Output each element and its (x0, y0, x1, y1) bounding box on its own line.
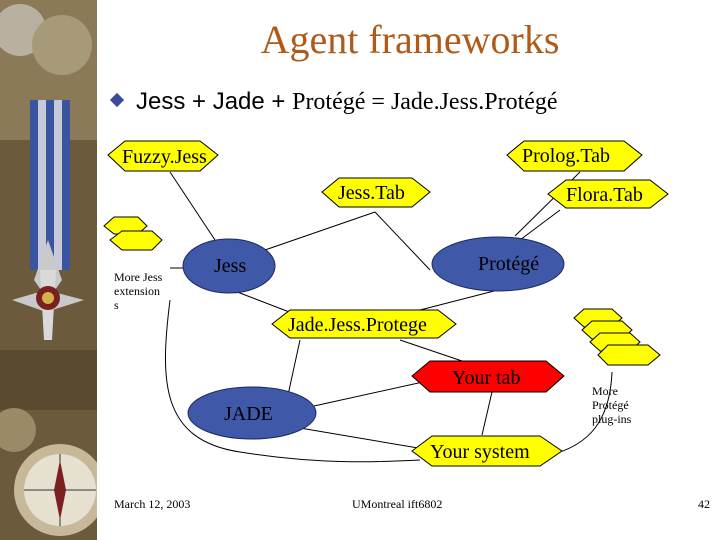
edge-floratab-protege (519, 209, 561, 241)
node-your-tab-shape (411, 360, 565, 393)
node-jess-label: Jess (214, 255, 247, 277)
edge-jadejessprotege-yourtab (399, 339, 466, 363)
edge-jesstab-jess (264, 211, 376, 251)
node-jade-jess-protege-label: Jade.Jess.Protege (288, 314, 427, 336)
more-protege-line-1: More (592, 384, 618, 398)
edge-morejess-yoursystem (164, 299, 421, 463)
node-protege-shape (431, 236, 565, 292)
node-jess-tab-label: Jess.Tab (338, 182, 405, 204)
more-jess-line-2: extension (114, 284, 160, 298)
more-jess-line-3: s (114, 298, 119, 312)
footer-date: March 12, 2003 (114, 497, 191, 511)
node-jade-label: JADE (224, 403, 273, 425)
edge-jadejessprotege-jade (287, 339, 301, 396)
more-jess-extensions-label: More Jess extension s (114, 270, 162, 312)
node-jess-shape (182, 238, 276, 294)
more-protege-line-2: Protégé (592, 398, 629, 412)
decorative-medals-image (0, 0, 97, 540)
node-flora-tab-label: Flora.Tab (566, 184, 643, 206)
node-fuzzy-jess-label: Fuzzy.Jess (122, 146, 207, 168)
edge-jade-yoursystem (299, 427, 431, 451)
node-jade-jess-protege-shape (271, 309, 457, 339)
more-jess-line-1: More Jess (114, 270, 163, 284)
edge-protege-jadejessprotege (419, 289, 499, 311)
bullet-line: Jess + Jade + Protégé = Jade.Jess.Protég… (109, 88, 558, 116)
node-jess-tab-shape (321, 177, 431, 208)
node-protege-label: Protégé (478, 253, 540, 275)
slide-title: Agent frameworks (260, 17, 560, 62)
node-prolog-tab-shape (506, 140, 643, 172)
edge-fuzzyjess-jess (169, 171, 216, 241)
node-jade-shape (187, 386, 317, 440)
edge-yourtab-yoursystem (481, 391, 493, 436)
node-your-system-label: Your system (430, 441, 530, 463)
node-fuzzy-jess-shape (107, 140, 219, 172)
node-flora-tab-shape (547, 179, 669, 209)
node-your-system-shape (411, 435, 563, 467)
node-prolog-tab-label: Prolog.Tab (522, 145, 611, 167)
more-jess-stack-2 (109, 230, 163, 251)
more-protege-plugins-label: More Protégé plug-ins (592, 384, 631, 426)
footer-course: UMontreal ift6802 (352, 497, 443, 511)
edge-yourtab-jade (304, 379, 433, 409)
more-jess-stack-1 (103, 216, 148, 235)
node-your-tab-label: Your tab (452, 367, 521, 389)
edge-jesstab-protege (374, 211, 431, 271)
more-protege-stack-4 (597, 344, 661, 366)
bullet-text-part2: Protégé = Jade.Jess.Protégé (292, 89, 558, 115)
bullet-text-part1: Jess + Jade + (136, 88, 293, 115)
more-protege-line-3: plug-ins (592, 412, 632, 426)
footer-page-number: 42 (698, 497, 710, 511)
